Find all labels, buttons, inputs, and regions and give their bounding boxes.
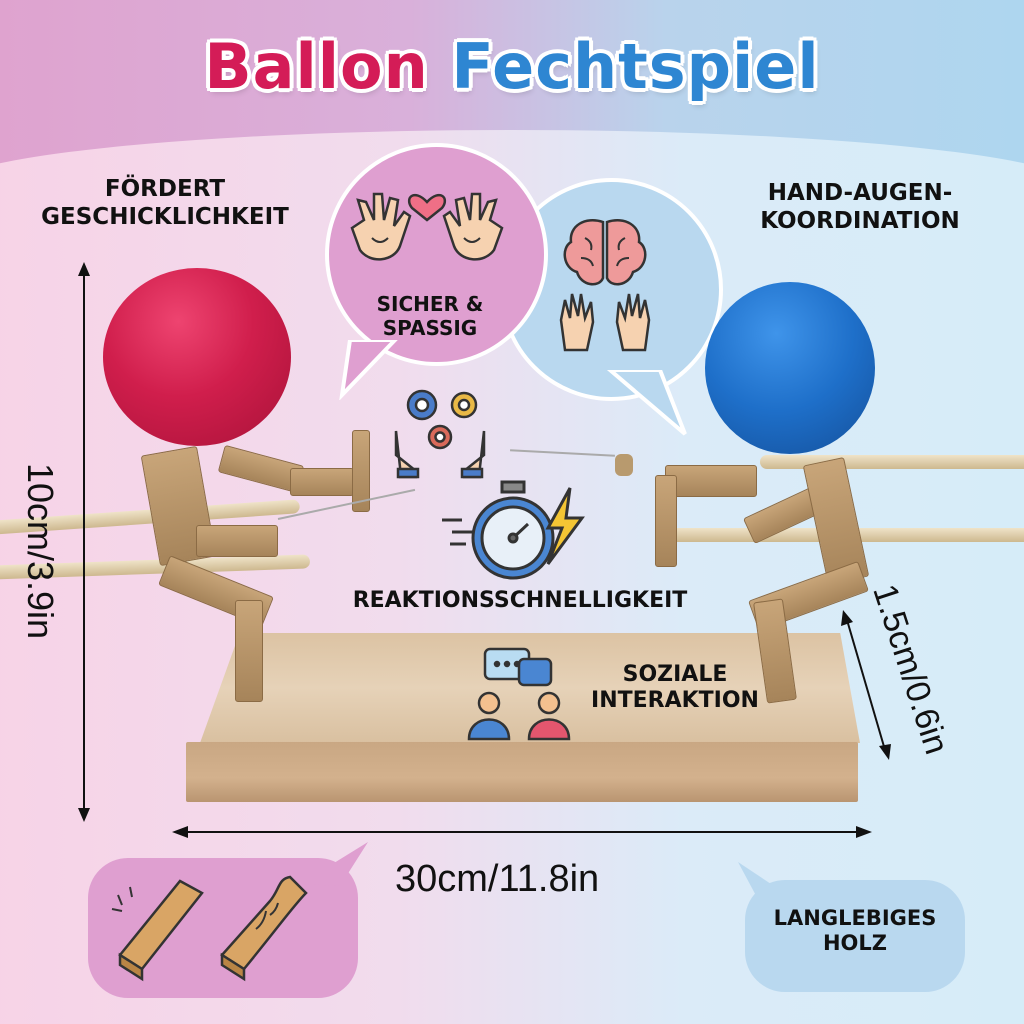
wood-planks-icon [111,875,308,982]
feature-hand-eye-line2: KOORDINATION [760,207,960,234]
depth-arrow [841,610,891,760]
title-part-ballon: Ballon [204,30,429,103]
board-front-edge [186,742,858,802]
blue-balloon [705,282,875,454]
bubble-wood-tail [300,842,368,886]
feature-safe-fun-line2: SPASSIG [382,316,478,340]
smiling-hands-heart-icon [350,192,504,261]
feature-safe-fun-line1: SICHER & [376,292,484,316]
fighter-sword-arm [196,525,278,557]
brain-hands-icon [559,219,651,352]
board-top-surface [200,633,860,743]
feature-hand-eye-line1: HAND-AUGEN- [767,180,953,206]
fighter-sword-knob [615,454,633,476]
feature-durable-line2: HOLZ [822,931,888,956]
bubble-blue-tail [606,370,687,436]
feature-dexterity-line1: FÖRDERT [104,176,226,202]
red-balloon [103,268,291,446]
feature-durable-line1: LANGLEBIGES [773,906,937,930]
feature-safe-fun-label: SICHER & SPASSIG [340,292,520,340]
feature-social-line2: INTERAKTION [591,688,759,714]
bubble-pink-body [325,143,548,366]
height-arrow [78,262,90,822]
feature-social-label: SOZIALE INTERAKTION [570,662,780,715]
page-title: Ballon Fechtspiel [0,30,1024,103]
feature-dexterity: FÖRDERT GESCHICKLICHKEIT [20,176,310,231]
feature-dexterity-line2: GESCHICKLICHKEIT [41,203,289,230]
bubble-pink-tail [339,340,398,400]
bubble-durable-body [745,880,965,992]
feature-social-line1: SOZIALE [622,662,728,687]
feature-durable-label: LANGLEBIGES HOLZ [745,906,965,956]
width-arrow [172,826,872,838]
chat-people-icon [467,647,571,741]
fighter-shield [655,475,677,567]
width-dimension-label: 30cm/11.8in [395,858,600,900]
feature-hand-eye: HAND-AUGEN- KOORDINATION [730,180,990,235]
fighter-sword-arm [665,465,757,497]
hands-gears-icon [394,389,486,479]
fighter-leg [235,600,263,702]
feature-reaction-label: REAKTIONSSCHNELLIGKEIT [352,588,688,613]
fighter-shield [352,430,370,512]
control-stick [760,455,1024,469]
height-dimension-label: 10cm/3.9in [20,462,61,640]
title-part-fechtspiel: Fechtspiel [451,30,820,103]
fighter-arm [290,468,354,496]
stopwatch-lightning-icon [442,480,585,580]
